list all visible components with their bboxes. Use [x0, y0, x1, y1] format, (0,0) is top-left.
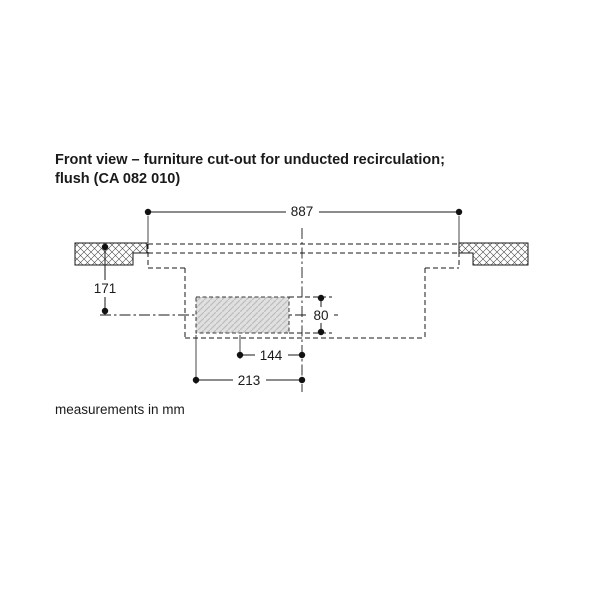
recirculation-opening [195, 296, 290, 334]
worktop-left-section [74, 242, 148, 266]
page-title: Front view – furniture cut-out for unduc… [55, 151, 555, 189]
dim-depth-label: 171 [94, 281, 117, 296]
page-title-line1: Front view – furniture cut-out for unduc… [55, 152, 445, 168]
dim-opening-height-label: 80 [313, 308, 328, 323]
cutout-dashed-outline [147, 243, 460, 339]
dimension-opening-height: 80 [289, 294, 334, 336]
dim-213-label: 213 [238, 373, 261, 388]
units-note: measurements in mm [55, 402, 185, 417]
dimension-144: 144 [236, 335, 306, 363]
dim-total-width-label: 887 [291, 204, 314, 219]
dimension-depth: 171 [91, 243, 119, 315]
worktop-right-section [458, 242, 529, 266]
dim-144-label: 144 [260, 348, 283, 363]
page-title-line2: flush (CA 082 010) [55, 171, 181, 187]
dimension-total-width: 887 [144, 202, 463, 243]
dimension-213: 213 [192, 335, 306, 388]
